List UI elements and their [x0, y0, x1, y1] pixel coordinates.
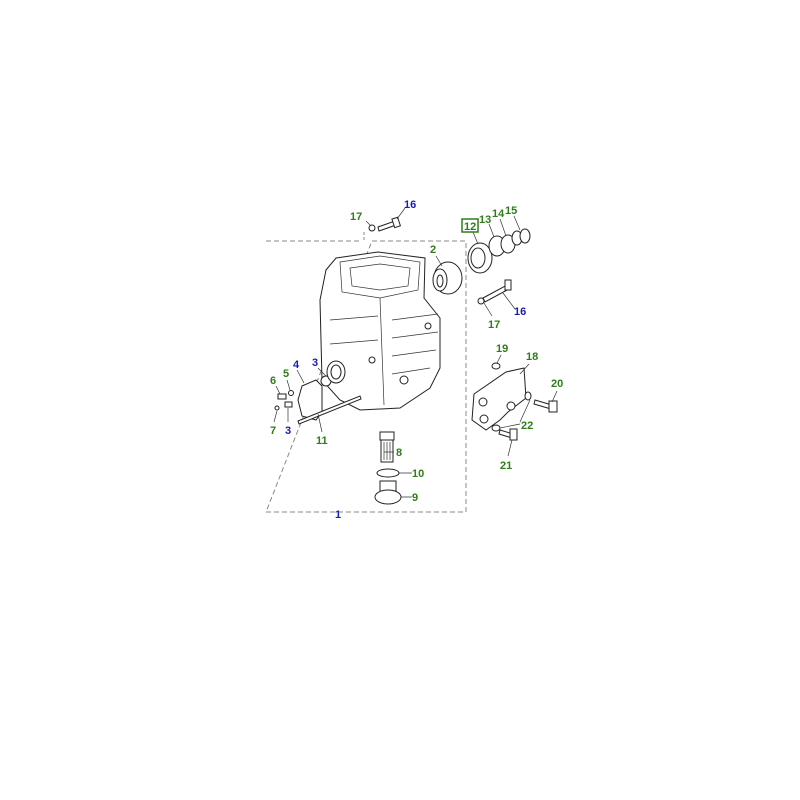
part-label-8[interactable]: 8 [396, 447, 402, 459]
part-label-16[interactable]: 16 [514, 306, 526, 318]
part-label-13[interactable]: 13 [479, 214, 491, 226]
part-label-17[interactable]: 17 [488, 319, 500, 331]
part-label-6[interactable]: 6 [270, 375, 276, 387]
part-label-2[interactable]: 2 [430, 244, 436, 256]
part-label-7[interactable]: 7 [270, 425, 276, 437]
part-label-22[interactable]: 22 [521, 420, 533, 432]
part-label-1[interactable]: 1 [335, 509, 341, 521]
leader-lines [273, 207, 558, 498]
part-label-5[interactable]: 5 [283, 368, 289, 380]
part-label-4[interactable]: 4 [293, 359, 300, 371]
filter-assembly [374, 431, 402, 505]
assembly-boundary [265, 240, 467, 513]
part-label-15[interactable]: 15 [505, 205, 517, 217]
part-label-14[interactable]: 14 [492, 208, 505, 220]
part-label-3[interactable]: 3 [285, 425, 291, 437]
oil-pump-assembly [274, 360, 362, 425]
part-label-11[interactable]: 11 [316, 435, 328, 447]
part-label-18[interactable]: 18 [526, 351, 538, 363]
part-label-16[interactable]: 16 [404, 199, 416, 211]
transfer-case-housing [319, 251, 441, 411]
part-label-19[interactable]: 19 [496, 343, 508, 355]
part-label-20[interactable]: 20 [551, 378, 563, 390]
part-label-9[interactable]: 9 [412, 492, 418, 504]
bolt-top [368, 216, 402, 232]
bracket-assembly [471, 362, 558, 441]
part-label-3[interactable]: 3 [312, 357, 318, 369]
highlight-box-12 [461, 218, 479, 233]
seal-stack-12-15 [467, 228, 531, 274]
part-label-17[interactable]: 17 [350, 211, 362, 223]
part-label-10[interactable]: 10 [412, 468, 424, 480]
oil-seal-part-2 [432, 261, 463, 295]
part-label-12[interactable]: 12 [464, 221, 476, 233]
part-label-21[interactable]: 21 [500, 460, 512, 472]
bolt-right [477, 279, 512, 305]
